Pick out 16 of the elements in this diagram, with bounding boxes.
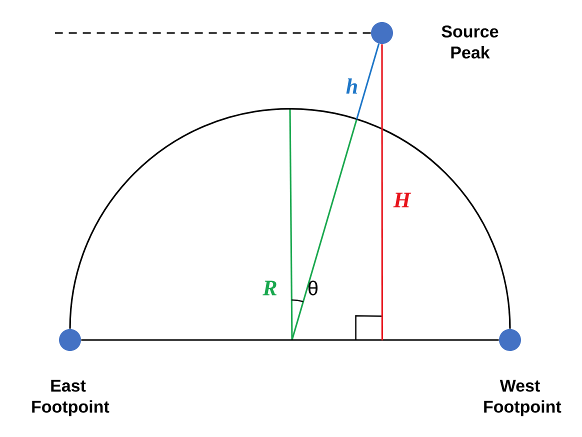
point-label: East Footpoint — [32, 380, 110, 416]
angle-label: θ — [308, 280, 318, 296]
radius-label: R — [262, 280, 276, 296]
line — [381, 44, 383, 340]
point-label: West Footpoint — [484, 380, 562, 416]
edge-label: h — [346, 78, 358, 94]
line — [356, 44, 380, 120]
point-marker — [59, 329, 81, 351]
edge-label: H — [393, 192, 412, 208]
point-marker — [499, 329, 521, 351]
point-marker — [371, 22, 393, 44]
line — [81, 339, 499, 341]
right-angle-mark — [355, 315, 382, 340]
point-label: Source Peak — [442, 25, 498, 59]
semicircle-arc — [69, 108, 511, 329]
dashed-line — [55, 32, 371, 34]
